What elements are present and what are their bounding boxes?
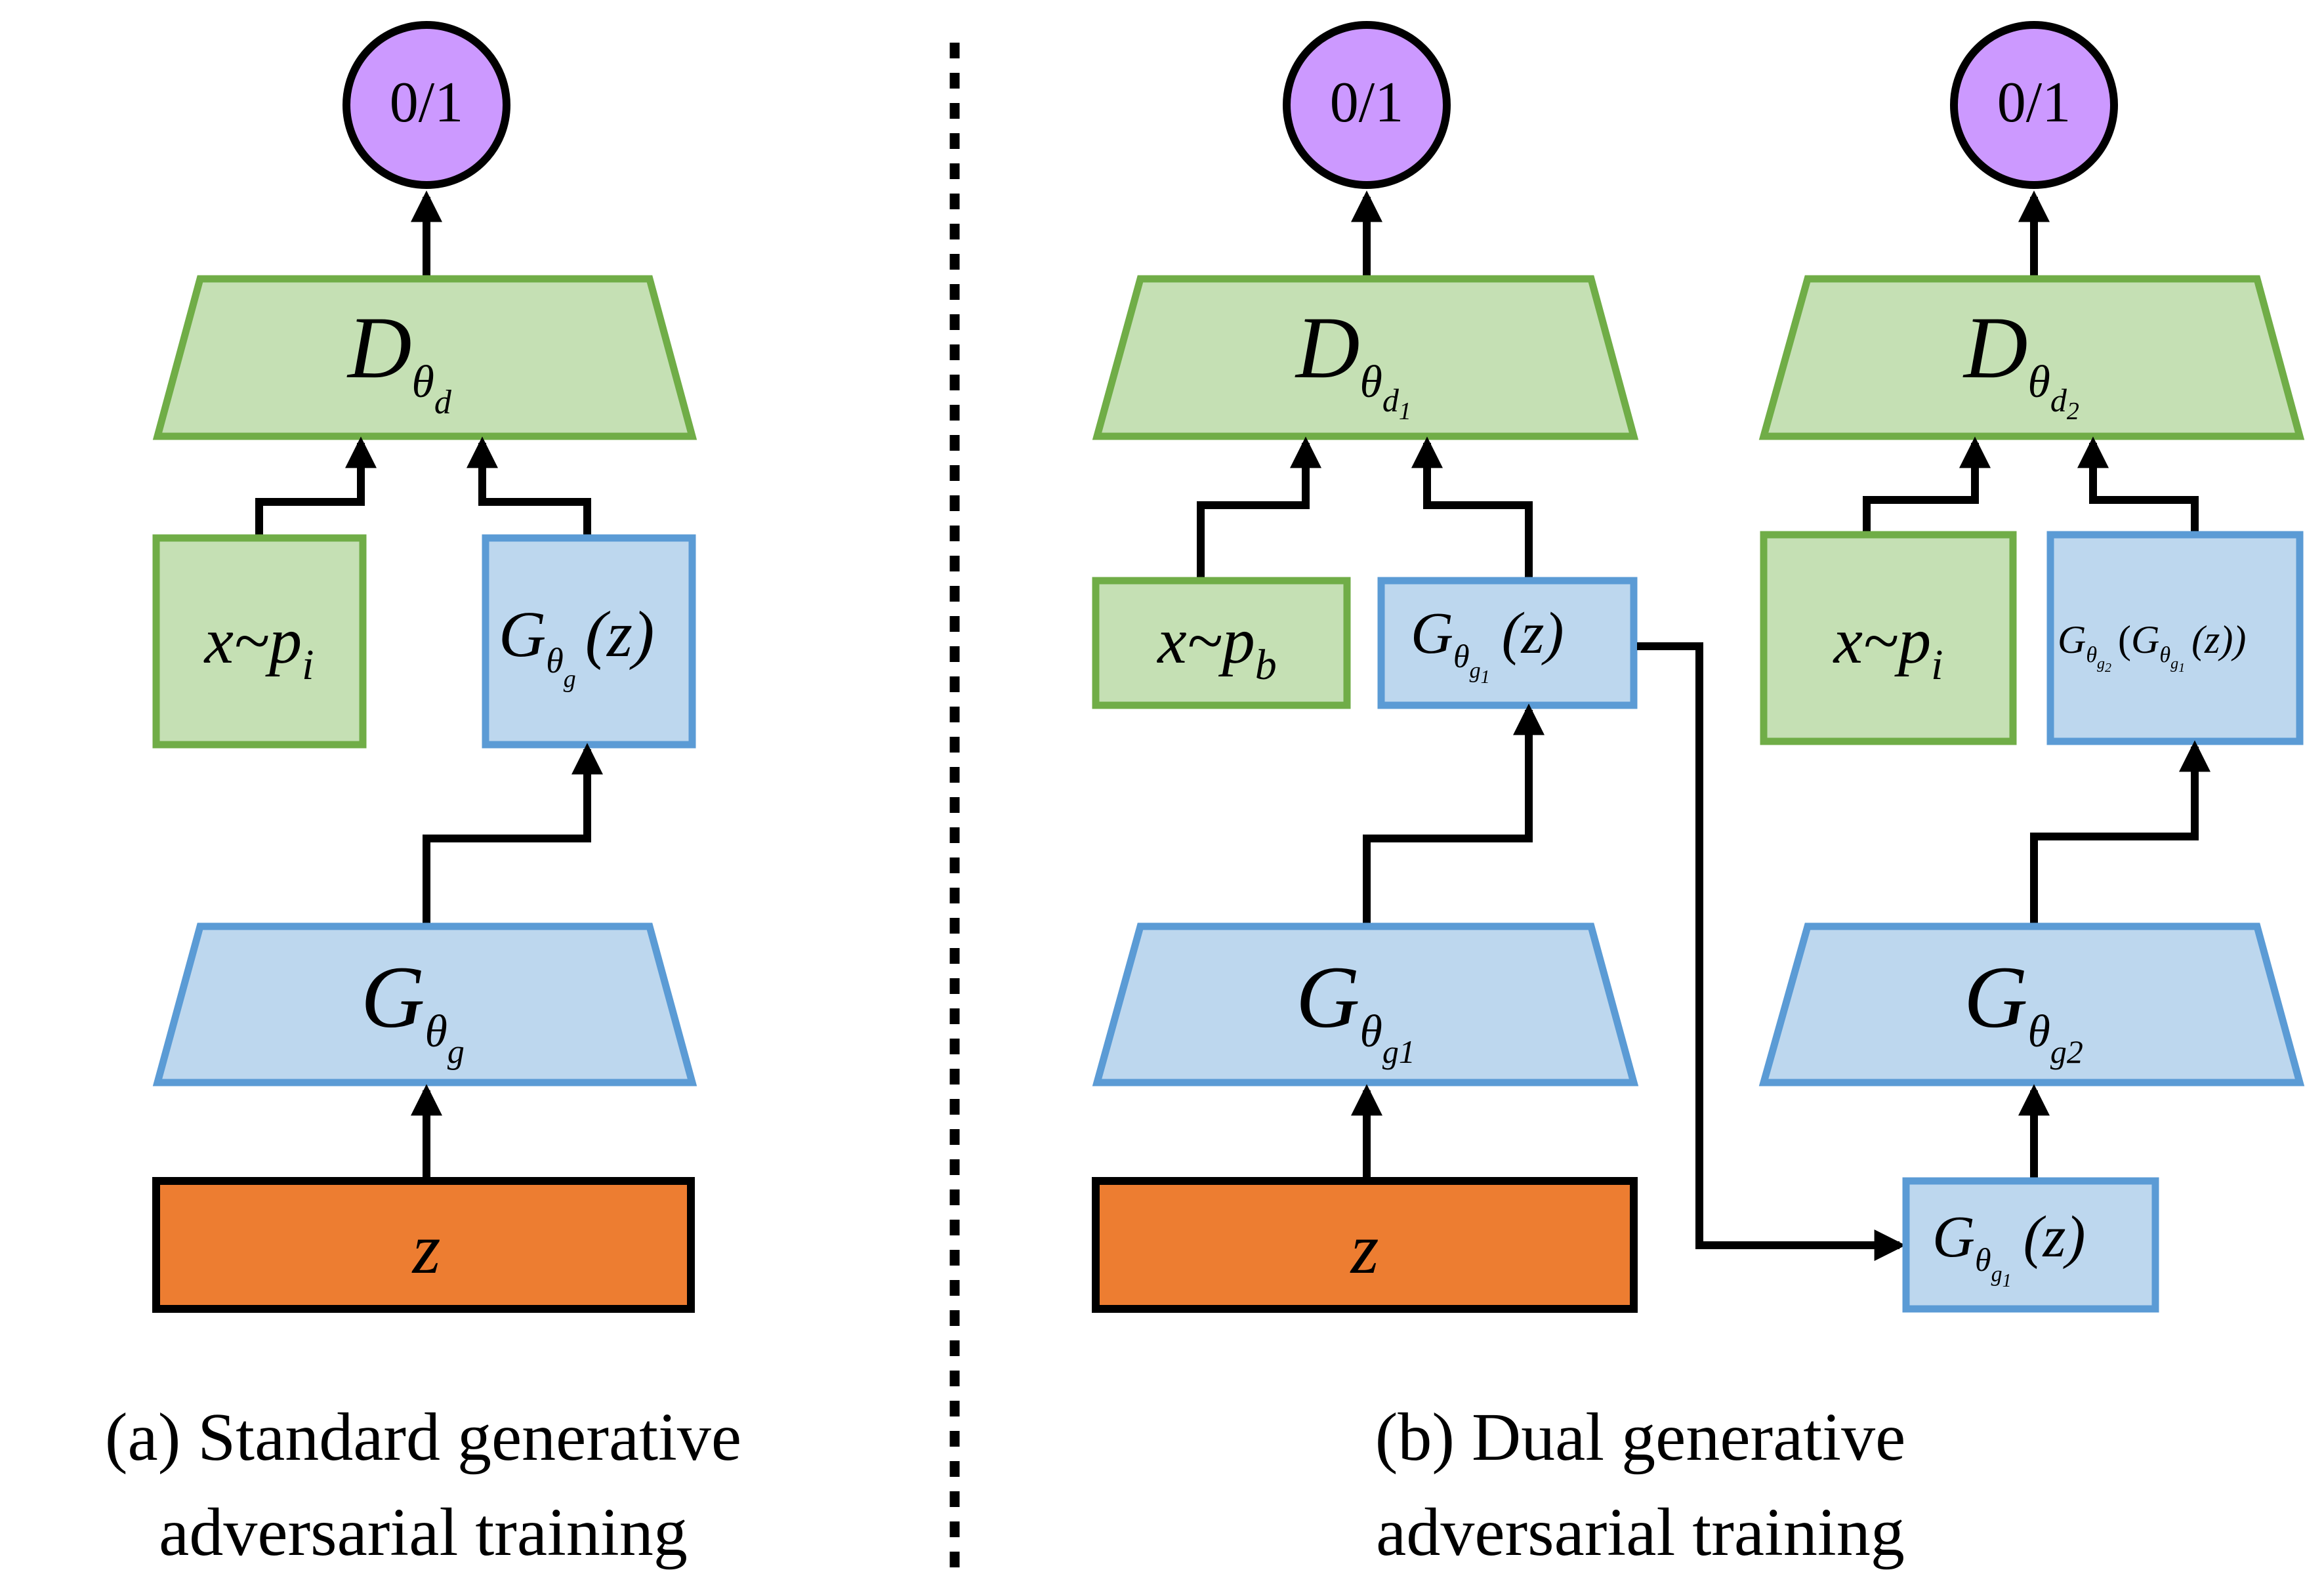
generator-b2	[1758, 922, 2305, 1086]
discriminator-label-a: Dθd	[346, 299, 452, 421]
output-node-b1	[1283, 21, 1451, 189]
discriminator-label-b1: Dθd1	[1295, 299, 1411, 425]
input-box-b2	[1902, 1177, 2159, 1313]
discriminator-b2	[1758, 275, 2305, 440]
caption-b-line1: (b) Dual generative	[1375, 1399, 1906, 1475]
arrow-fake-to-d-a	[467, 436, 591, 537]
output-node-a	[342, 21, 510, 189]
output-label-a: 0/1	[390, 71, 463, 134]
arrow-fake-to-d-b1	[1411, 436, 1533, 577]
caption-a-line1: (a) Standard generative	[105, 1399, 741, 1475]
noise-box-b1	[1092, 1177, 1638, 1313]
generator-a	[152, 922, 697, 1086]
caption-a-line2: adversarial training	[159, 1495, 688, 1570]
fake-sample-box-b2	[2046, 531, 2304, 745]
output-node-b2	[1950, 21, 2118, 189]
discriminator-a	[152, 275, 697, 440]
fake-sample-label-a: Gθg(z)	[499, 598, 654, 693]
arrow-real-to-d-b2	[1863, 436, 1991, 533]
real-sample-box-a	[152, 534, 367, 749]
real-sample-label-b2: x~pi	[1833, 604, 1943, 689]
noise-box-a	[152, 1177, 695, 1313]
panel-b-stage1: 0/1 Dθd1 x~pb Gθg1(z) Gθg1 z	[1092, 21, 1906, 1313]
fake-sample-box-a	[482, 534, 696, 749]
input-label-b2: Gθg1(z)	[1932, 1205, 2086, 1291]
generator-label-b2: Gθg2	[1964, 949, 2083, 1070]
fake-sample-label-b1: Gθg1(z)	[1411, 601, 1564, 688]
fake-sample-label-b2: Gθg2(Gθg1(z))	[2058, 618, 2246, 675]
discriminator-label-b2: Dθd2	[1962, 299, 2079, 425]
real-sample-label-b1: x~pb	[1156, 604, 1277, 689]
panel-b-stage2: 0/1 Dθd2 x~pi Gθg2(Gθg1(z)) Gθg2 Gθg1(z)	[1758, 21, 2305, 1313]
arrow-fake-to-d-b2	[2077, 436, 2199, 533]
discriminator-b1	[1092, 275, 1639, 440]
arrow-stage1-to-stage2	[1637, 642, 1906, 1261]
output-label-b2: 0/1	[1997, 71, 2071, 134]
real-sample-box-b2	[1760, 531, 2017, 745]
arrow-real-to-d-b1	[1197, 436, 1321, 577]
generator-label-a: Gθg	[361, 949, 465, 1071]
real-sample-box-b1	[1092, 577, 1351, 709]
noise-label-b1: z	[1350, 1209, 1379, 1289]
arrow-g-to-fake-b1	[1363, 703, 1545, 924]
output-label-b1: 0/1	[1330, 71, 1403, 134]
arrow-g-to-fake-b2	[2030, 740, 2210, 924]
caption-b-line2: adversarial training	[1376, 1495, 1905, 1570]
real-sample-label-a: x~pi	[203, 604, 314, 689]
generator-label-b1: Gθg1	[1296, 949, 1415, 1070]
arrow-g-to-fake-a	[423, 743, 603, 924]
fake-sample-box-b1	[1377, 577, 1638, 709]
noise-label-a: z	[411, 1209, 441, 1289]
generator-b1	[1092, 922, 1639, 1086]
arrow-real-to-d-a	[255, 436, 377, 537]
panel-a: 0/1 Dθd x~pi Gθg(z) Gθg z	[105, 21, 741, 1570]
